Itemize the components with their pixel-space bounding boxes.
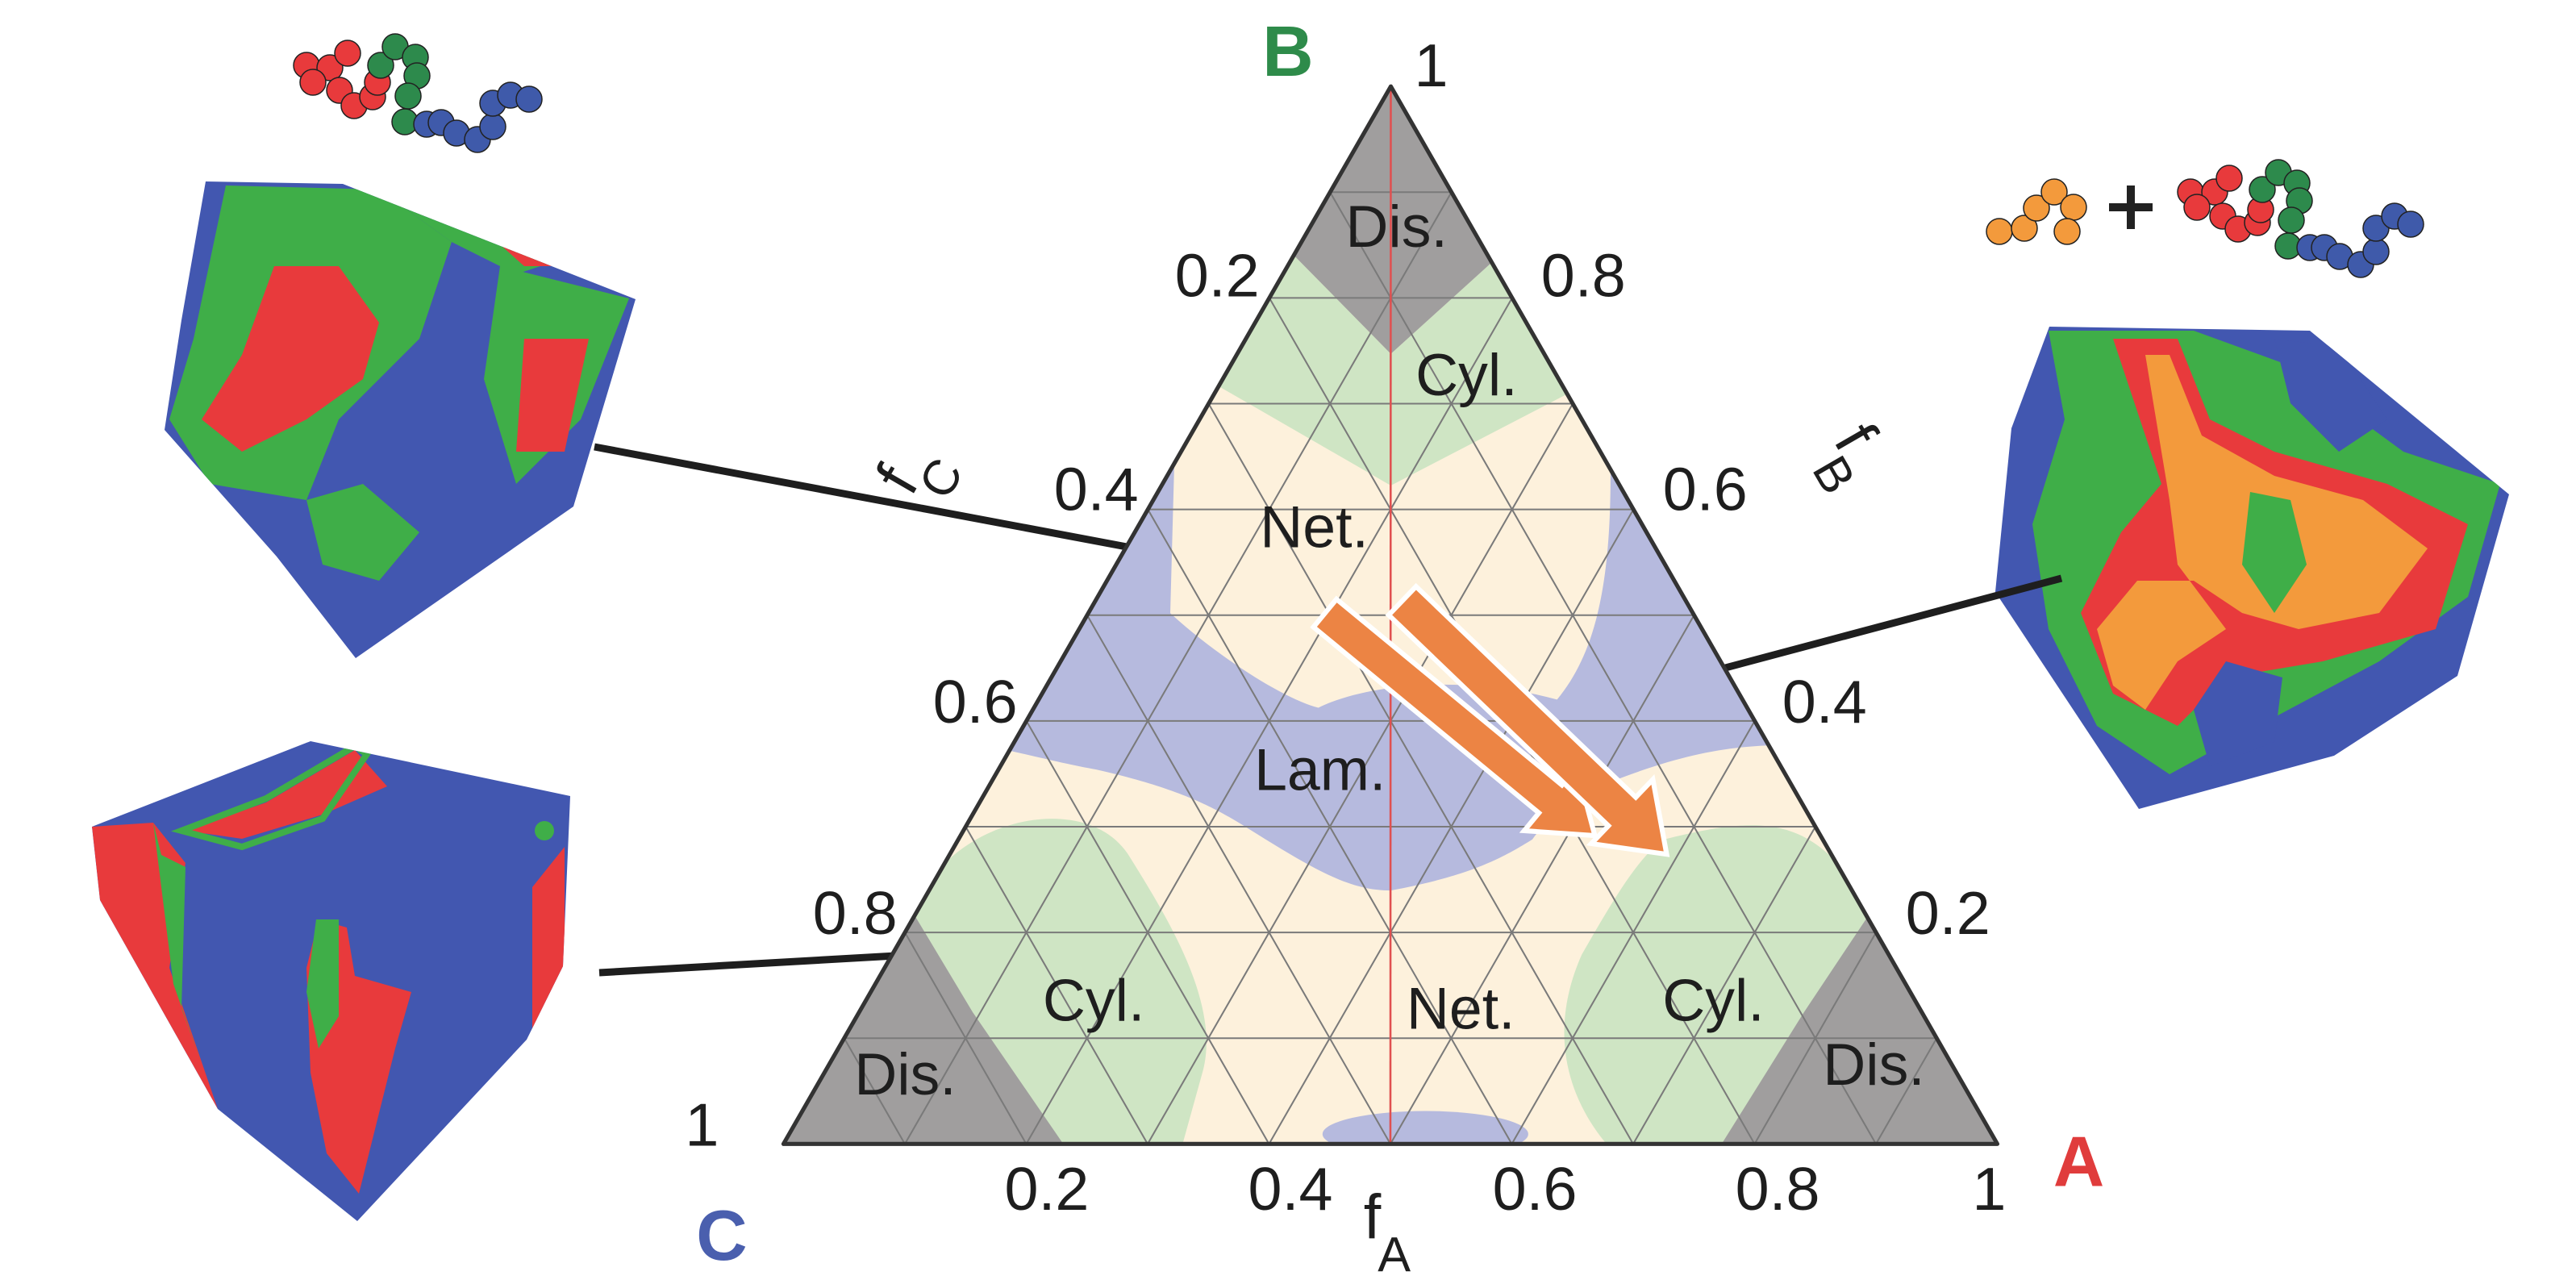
tick-fC-0.2: 0.2 bbox=[1175, 241, 1260, 309]
tick-fC-0.6: 0.6 bbox=[933, 668, 1018, 736]
gridline-fA bbox=[1147, 402, 1574, 1144]
tick-fC-0.8: 0.8 bbox=[813, 879, 898, 947]
triangle-border bbox=[781, 84, 2000, 1146]
ternary-phase-diagram: 0.2 0.4 0.6 0.8 1 0.2 0.4 0.6 0.8 1 0.2 … bbox=[685, 12, 2104, 1282]
gridline-fA bbox=[1753, 932, 1877, 1144]
fC-tick-labels: 0.2 0.4 0.6 0.8 1 bbox=[685, 241, 1259, 1158]
triblock-molecule-icon bbox=[293, 33, 543, 153]
composition-shift-arrows bbox=[1310, 582, 1670, 857]
gridline-fC bbox=[965, 826, 1148, 1144]
tick-fB-1: 1 bbox=[1414, 31, 1448, 99]
gridline-fC bbox=[904, 932, 1027, 1144]
region-dis-top bbox=[1294, 86, 1496, 354]
plus-icon bbox=[2109, 186, 2153, 229]
phase-label-dis-left: Dis. bbox=[854, 1040, 957, 1107]
simulation-snapshot-blend bbox=[1995, 327, 2509, 809]
phase-label-cyl-top: Cyl. bbox=[1415, 341, 1518, 408]
homopolymer-plus-triblock-icon bbox=[1986, 159, 2424, 278]
tick-fC-0.4: 0.4 bbox=[1054, 456, 1139, 523]
gridline-fC bbox=[1329, 191, 1877, 1144]
gridline-fA bbox=[1511, 720, 1756, 1144]
axis-label-fB: fB bbox=[1795, 412, 1905, 502]
phase-label-cyl-right: Cyl. bbox=[1662, 966, 1765, 1033]
gridline-fA bbox=[904, 191, 1453, 1144]
corner-label-C: C bbox=[696, 1196, 747, 1275]
gridline-fA bbox=[1632, 826, 1816, 1144]
tick-fA-0.6: 0.6 bbox=[1493, 1155, 1578, 1223]
phase-label-net-top: Net. bbox=[1260, 494, 1369, 561]
gridline-fC bbox=[1086, 615, 1391, 1144]
simulation-snapshot-network bbox=[165, 181, 636, 658]
gridline-fA bbox=[1875, 1037, 1938, 1144]
region-dis-right bbox=[1721, 913, 1998, 1144]
gridline-fA bbox=[1390, 615, 1695, 1144]
orange-arrow-2 bbox=[1385, 582, 1670, 857]
tick-fA-0.4: 0.4 bbox=[1248, 1155, 1333, 1223]
fB-tick-labels: 0.2 0.4 0.6 0.8 1 bbox=[1414, 31, 1990, 947]
tick-fC-1: 1 bbox=[685, 1090, 719, 1158]
phase-label-dis-top: Dis. bbox=[1345, 193, 1448, 260]
phase-label-cyl-left: Cyl. bbox=[1043, 966, 1145, 1033]
region-lam-bottom bbox=[1322, 1111, 1528, 1144]
tick-fB-0.6: 0.6 bbox=[1663, 456, 1748, 523]
region-cyl-top bbox=[1219, 255, 1565, 486]
gridline-fC bbox=[1207, 402, 1634, 1144]
gridline-fC bbox=[1025, 720, 1270, 1144]
fA-tick-labels: 0.2 0.4 0.6 0.8 1 bbox=[1004, 1155, 2006, 1223]
simulation-snapshot-cylinder bbox=[92, 741, 570, 1221]
tick-fB-0.8: 0.8 bbox=[1541, 241, 1626, 309]
phase-label-dis-right: Dis. bbox=[1823, 1031, 1925, 1098]
tick-fA-1: 1 bbox=[1972, 1155, 2006, 1223]
tick-fA-0.8: 0.8 bbox=[1736, 1155, 1820, 1223]
tick-fB-0.4: 0.4 bbox=[1782, 668, 1867, 736]
phase-label-lam: Lam. bbox=[1254, 736, 1386, 803]
corner-label-B: B bbox=[1262, 12, 1313, 91]
tick-fA-0.2: 0.2 bbox=[1004, 1155, 1089, 1223]
corner-label-A: A bbox=[2053, 1122, 2104, 1201]
phase-label-net-bottom: Net. bbox=[1407, 974, 1515, 1041]
tick-fB-0.2: 0.2 bbox=[1906, 879, 1990, 947]
gridline-fC bbox=[843, 1037, 906, 1144]
